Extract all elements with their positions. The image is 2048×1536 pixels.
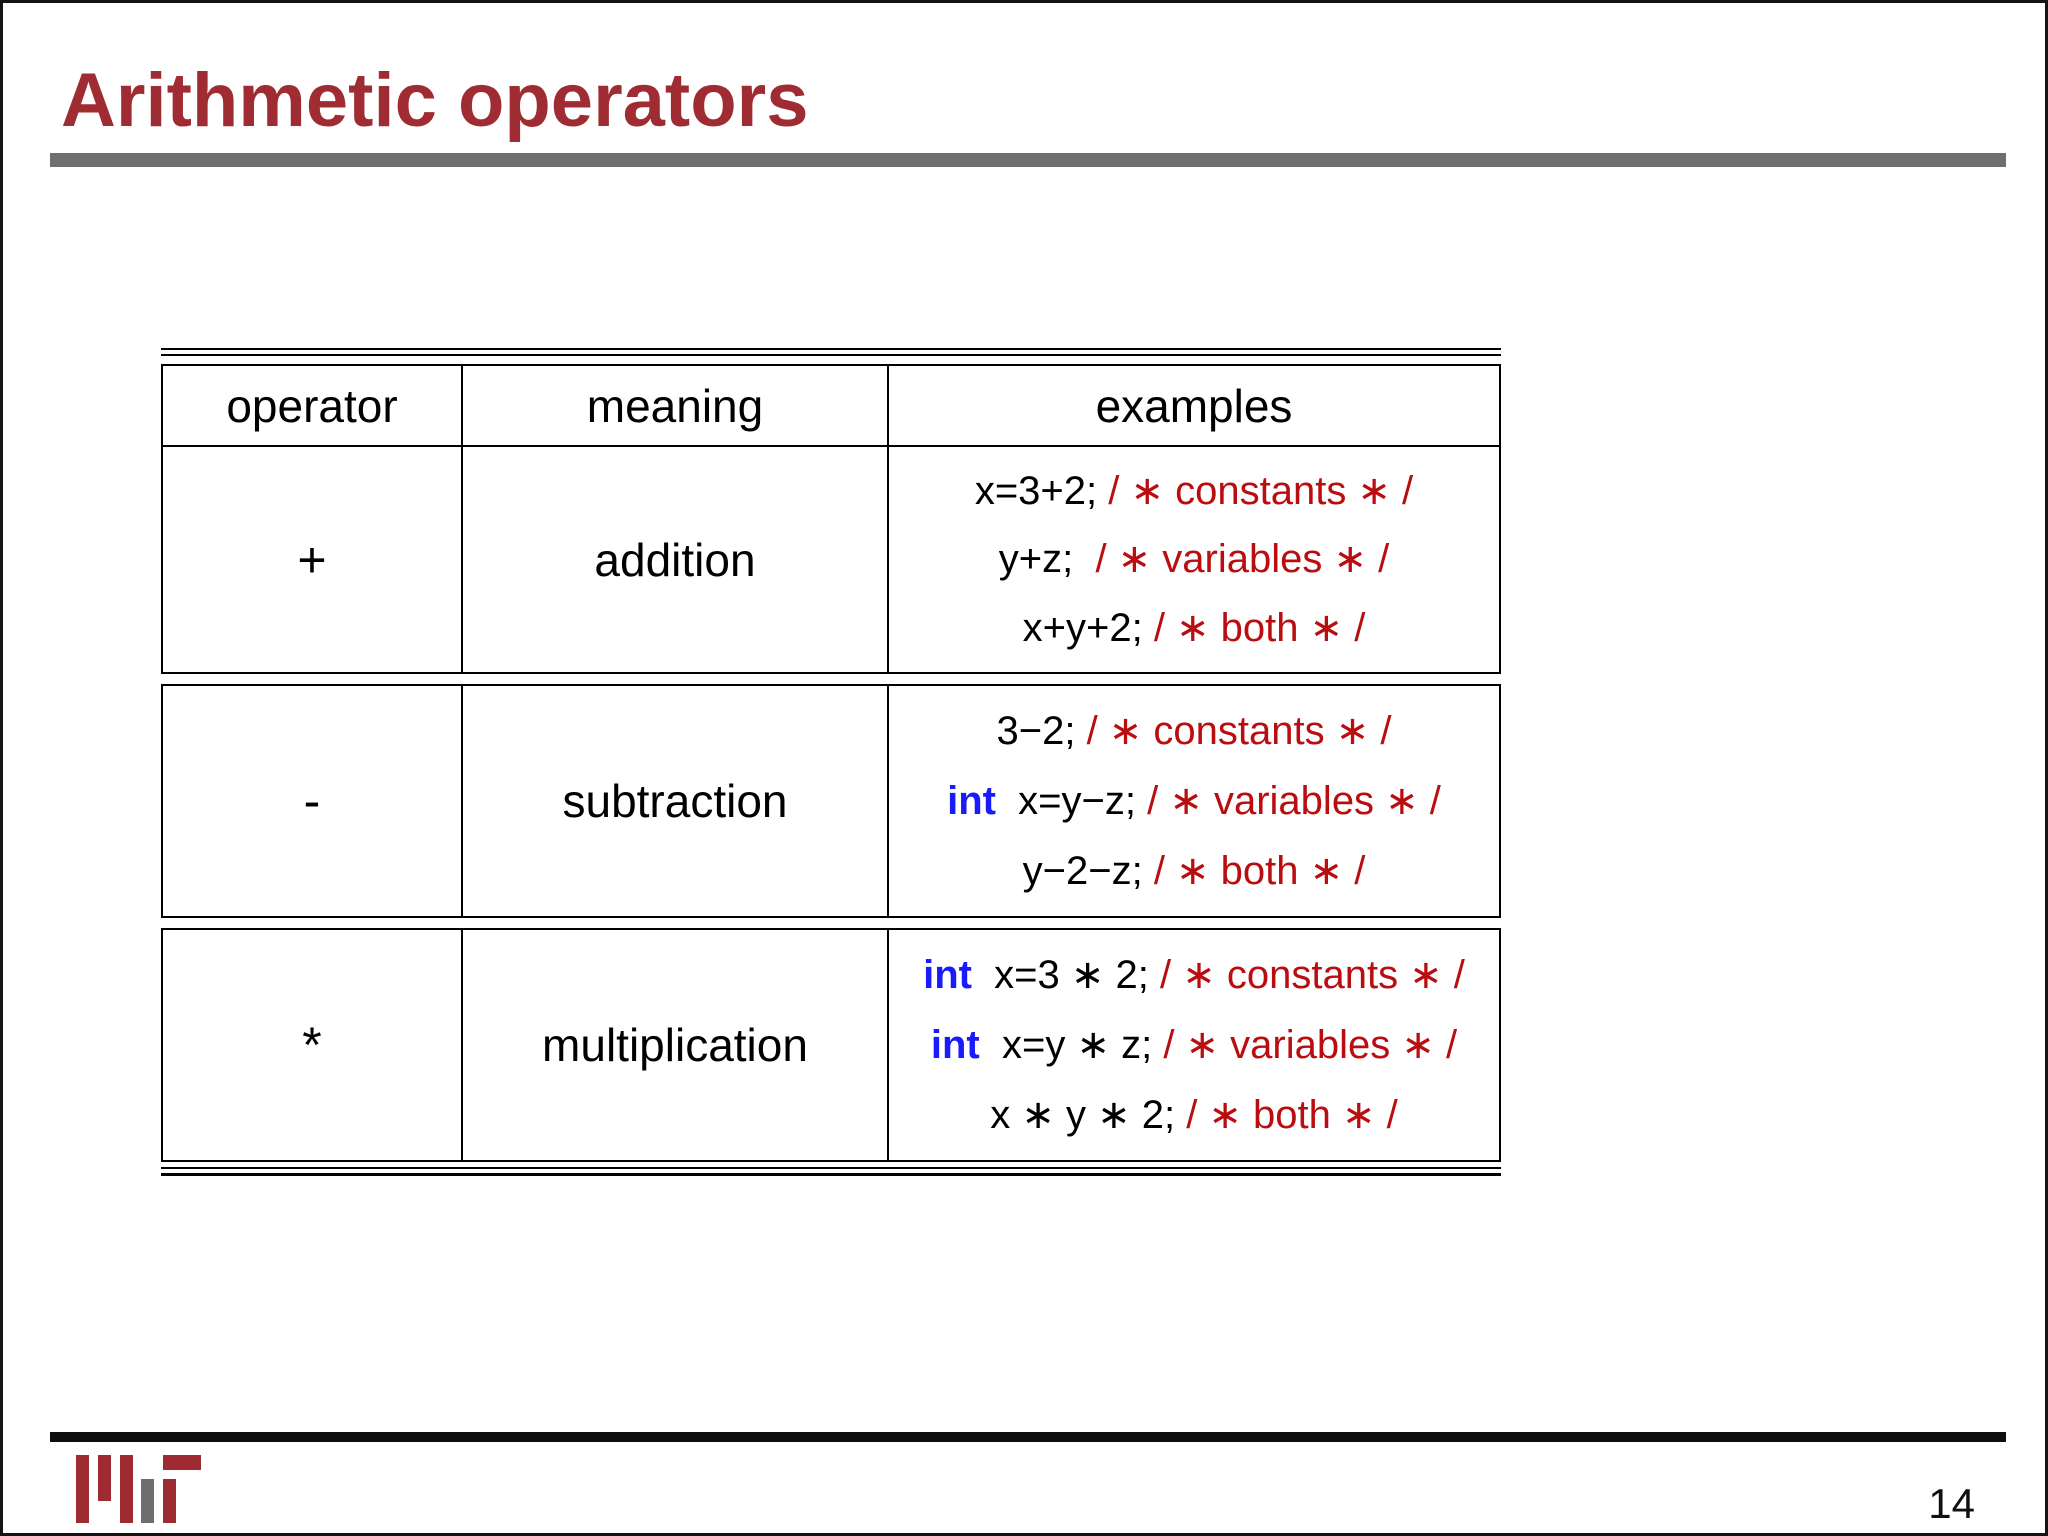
example-line: x+y+2; / ∗ both ∗ /: [1023, 606, 1366, 650]
example-line: int x=y ∗ z; / ∗ variables ∗ /: [931, 1023, 1457, 1067]
operator-cell: -: [163, 686, 463, 916]
code-text: x ∗ y ∗ 2;: [990, 1093, 1187, 1137]
table-row: +addition x=3+2; / ∗ constants ∗ / y+z; / …: [163, 447, 1499, 672]
column-header-operator: operator: [163, 366, 463, 445]
code-comment: / ∗ both ∗ /: [1186, 1093, 1398, 1137]
table-header-row: operator meaning examples: [163, 366, 1499, 447]
column-header-meaning: meaning: [463, 366, 889, 445]
title-underline: [50, 153, 2006, 167]
code-comment: / ∗ constants ∗ /: [1108, 469, 1414, 514]
code-keyword: int: [930, 1023, 980, 1067]
column-header-examples: examples: [1095, 379, 1293, 432]
mit-logo-bar: [163, 1455, 201, 1470]
examples-cell: x=3+2; / ∗ constants ∗ / y+z; / ∗ variabl…: [889, 447, 1499, 672]
example-line: y−2−z; / ∗ both ∗ /: [1023, 849, 1366, 893]
examples-cell: int x=3 ∗ 2; / ∗ constants ∗ /int x=y ∗ …: [889, 930, 1499, 1160]
operator-cell: *: [163, 930, 463, 1160]
example-line: 3−2; / ∗ constants ∗ /: [997, 709, 1392, 753]
table-top-rule-1: [161, 348, 1501, 350]
mit-logo-bar: [76, 1455, 89, 1523]
mit-logo-bar: [98, 1455, 111, 1501]
code-comment: / ∗ variables ∗ /: [1147, 779, 1441, 823]
meaning-cell: multiplication: [463, 930, 889, 1160]
code-text: y−2−z;: [1022, 849, 1154, 893]
code-comment: / ∗ variables ∗ /: [1163, 1023, 1458, 1067]
code-comment: / ∗ variables ∗ /: [1095, 537, 1390, 582]
mit-logo-bar: [141, 1479, 154, 1523]
table-row: *multiplication int x=3 ∗ 2; / ∗ constant…: [163, 930, 1499, 1160]
example-line: y+z; / ∗ variables ∗ /: [999, 537, 1390, 581]
code-comment: / ∗ constants ∗ /: [1160, 953, 1465, 997]
table-bottom-rule-2: [161, 1173, 1501, 1176]
meaning-cell: subtraction: [463, 686, 889, 916]
mit-logo-bar: [120, 1455, 133, 1523]
example-line: x ∗ y ∗ 2; / ∗ both ∗ /: [990, 1093, 1398, 1137]
code-text: 3−2;: [996, 709, 1087, 753]
table-top-rule-2: [161, 354, 1501, 356]
code-text: x=y ∗ z;: [979, 1023, 1164, 1067]
code-keyword: int: [947, 779, 996, 823]
example-line: x=3+2; / ∗ constants ∗ /: [975, 469, 1413, 513]
meaning-cell: addition: [463, 447, 889, 672]
code-text: x+y+2;: [1022, 605, 1154, 650]
table-bottom-rule-1: [161, 1167, 1501, 1169]
table-box-row-3: *multiplication int x=3 ∗ 2; / ∗ constant…: [161, 928, 1501, 1162]
code-text: x=3 ∗ 2;: [971, 953, 1160, 997]
code-comment: / ∗ constants ∗ /: [1086, 709, 1392, 753]
example-line: int x=y−z; / ∗ variables ∗ /: [947, 779, 1441, 823]
code-text: x=y−z;: [995, 779, 1148, 823]
mit-logo: [76, 1455, 201, 1523]
example-line: int x=3 ∗ 2; / ∗ constants ∗ /: [923, 953, 1465, 997]
mit-logo-bar: [163, 1479, 176, 1523]
examples-cell: 3−2; / ∗ constants ∗ /int x=y−z; / ∗ var…: [889, 686, 1499, 916]
operator-cell: +: [163, 447, 463, 672]
code-keyword: int: [923, 953, 972, 997]
code-text: x=3+2;: [974, 469, 1109, 514]
code-text: y+z;: [998, 537, 1096, 582]
footer-rule: [50, 1432, 2006, 1442]
code-comment: / ∗ both ∗ /: [1153, 849, 1366, 893]
page-title: Arithmetic operators: [61, 58, 809, 143]
code-comment: / ∗ both ∗ /: [1153, 605, 1366, 650]
page-number: 14: [1928, 1480, 1975, 1527]
